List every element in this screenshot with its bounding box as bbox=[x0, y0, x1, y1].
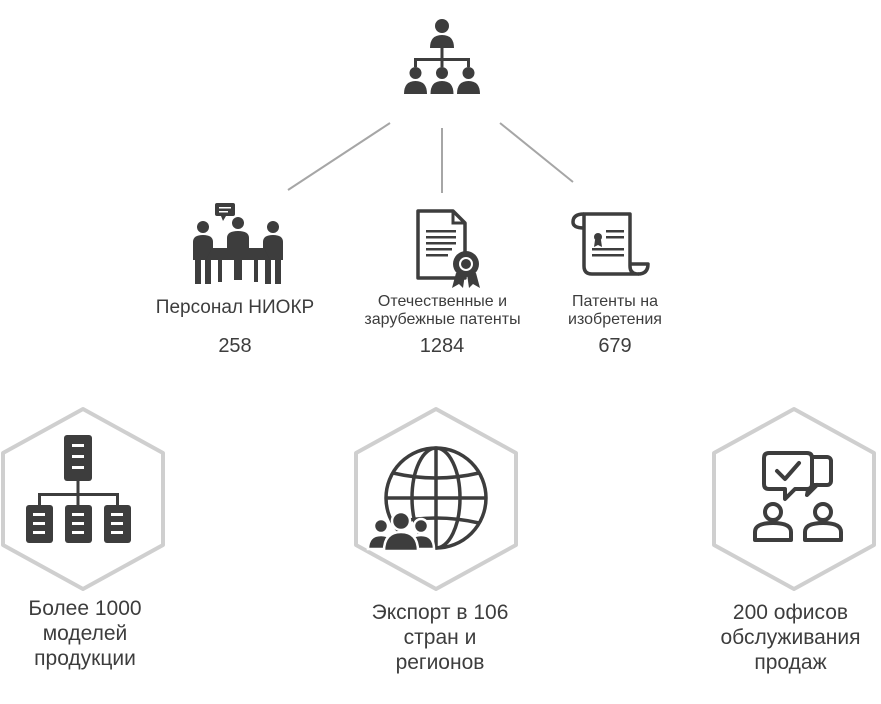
stat-label-patents: Отечественные и зарубежные патенты bbox=[335, 293, 550, 330]
connector-left bbox=[287, 122, 391, 191]
stat-value-patents: 1284 bbox=[419, 335, 465, 357]
feature-offices-line3: продаж bbox=[754, 651, 827, 674]
certificate-scroll-icon bbox=[571, 212, 650, 276]
stat-label-patents-line1: Отечественные и bbox=[377, 293, 508, 310]
globe-users-icon bbox=[366, 446, 488, 553]
hexagon-offices bbox=[712, 407, 876, 591]
feature-offices-text: 200 офисов обслуживания продаж bbox=[700, 600, 881, 675]
hexagon-export bbox=[354, 407, 518, 591]
feature-products-line1: Более 1000 bbox=[28, 597, 142, 620]
stat-label-rnd-staff: Персонал НИОКР bbox=[155, 297, 315, 318]
stat-label-inventions-line1: Патенты на bbox=[572, 293, 658, 310]
feature-export-line2: стран и bbox=[403, 626, 477, 649]
patent-document-icon bbox=[416, 209, 480, 288]
service-office-icon bbox=[753, 451, 843, 542]
stat-label-patents-line2: зарубежные патенты bbox=[364, 311, 521, 329]
feature-offices-line1: 200 офисов bbox=[732, 601, 849, 624]
feature-export-text: Экспорт в 106 стран и регионов bbox=[340, 600, 540, 675]
meeting-people-icon bbox=[193, 203, 283, 284]
feature-products-text: Более 1000 моделей продукции bbox=[0, 596, 170, 671]
feature-offices-line2: обслуживания bbox=[720, 626, 861, 649]
org-chart-icon bbox=[404, 19, 480, 94]
feature-export-line3: регионов bbox=[395, 651, 485, 674]
stat-label-inventions: Патенты на изобретения bbox=[540, 293, 690, 330]
stat-value-rnd-staff: 258 bbox=[218, 335, 252, 357]
feature-products-line3: продукции bbox=[34, 647, 136, 670]
feature-products-line2: моделей bbox=[42, 622, 128, 645]
feature-export-line1: Экспорт в 106 bbox=[371, 601, 509, 624]
connector-right bbox=[499, 122, 574, 183]
hexagon-products bbox=[1, 407, 165, 591]
stat-label-inventions-line2: изобретения bbox=[568, 311, 662, 329]
product-tree-icon bbox=[26, 435, 131, 543]
stat-value-inventions: 679 bbox=[598, 335, 632, 357]
